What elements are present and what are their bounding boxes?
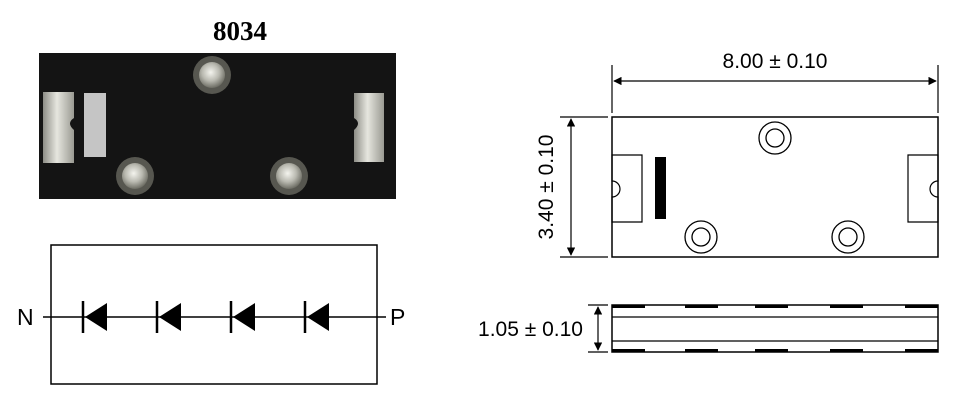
component-photo [39, 53, 396, 199]
top-view-left-terminal [611, 154, 643, 223]
side-pad-bottom [755, 349, 788, 352]
top-view-outline [611, 116, 939, 258]
width-dimension-label: 3.40 ± 0.10 [535, 135, 558, 240]
side-view-outline [611, 304, 939, 353]
side-pad-bottom [612, 349, 645, 352]
right-terminal [354, 93, 384, 162]
side-pad-top [755, 305, 788, 308]
top-view-drawing: 8.00 ± 0.10 3.40 ± 0.10 [535, 50, 939, 258]
top-view-polarity-stripe [655, 157, 666, 219]
diode-symbol [229, 301, 255, 333]
diode-symbol [155, 301, 181, 333]
schematic-diagram: N P [17, 244, 405, 385]
part-number-title: 8034 [213, 16, 267, 46]
polarity-stripe [84, 93, 106, 157]
side-pad-top [612, 305, 645, 308]
side-pad-top [830, 305, 863, 308]
side-view-pads-bottom [612, 349, 938, 352]
terminal-label-n: N [17, 304, 34, 330]
top-pad [193, 56, 231, 94]
side-view-drawing: 1.05 ± 0.10 [478, 304, 939, 353]
top-view-right-terminal [907, 154, 939, 223]
side-pad-bottom [905, 349, 938, 352]
side-pad-bottom [830, 349, 863, 352]
top-view-pad-bottom-right [831, 220, 865, 254]
side-pad-top [905, 305, 938, 308]
height-dimension-label: 1.05 ± 0.10 [478, 318, 583, 341]
side-pad-top [685, 305, 718, 308]
side-pad-bottom [685, 349, 718, 352]
bottom-left-pad [116, 157, 154, 195]
top-view-pad-bottom-left [684, 220, 718, 254]
bottom-right-pad [270, 157, 308, 195]
terminal-label-p: P [390, 304, 405, 330]
schematic-frame [50, 244, 378, 385]
diode-chain [81, 301, 329, 333]
diode-symbol [81, 301, 107, 333]
length-dimension-label: 8.00 ± 0.10 [723, 50, 828, 73]
left-terminal [43, 92, 74, 163]
diode-symbol [303, 301, 329, 333]
top-view-pad-top [758, 121, 792, 155]
side-view-pads-top [612, 305, 938, 308]
